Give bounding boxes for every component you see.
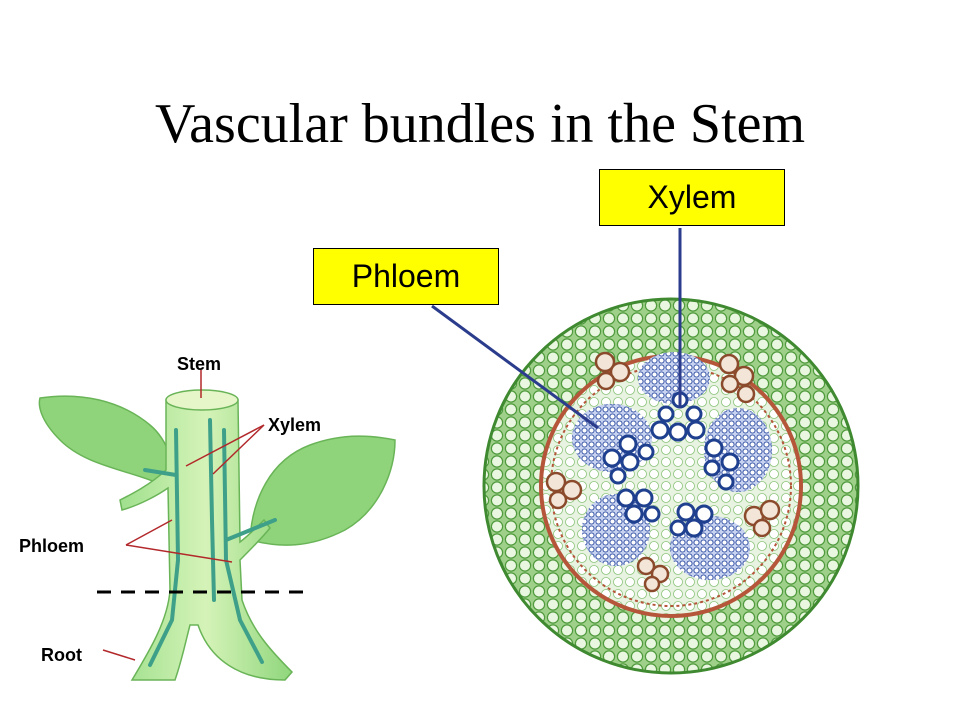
xylem-callout-label: Xylem bbox=[647, 179, 737, 215]
phloem-callout-label: Phloem bbox=[351, 258, 461, 294]
stem-body bbox=[119, 399, 294, 681]
root-label: Root bbox=[41, 645, 82, 665]
xylem-clusters bbox=[602, 391, 740, 538]
fiber-cell bbox=[609, 361, 631, 383]
xylem-vessel bbox=[676, 502, 696, 522]
xylem-vessel bbox=[657, 405, 675, 423]
strand-left bbox=[148, 428, 181, 667]
xylem-vessel bbox=[616, 488, 636, 508]
stem-cut-surface bbox=[165, 389, 239, 411]
fiber-cell bbox=[736, 384, 756, 404]
xylem-callout: Xylem bbox=[599, 169, 785, 226]
fiber-caps bbox=[545, 351, 781, 593]
xylem-label: Xylem bbox=[268, 415, 322, 435]
phloem-patch bbox=[638, 352, 710, 404]
xylem-vessel bbox=[609, 467, 627, 485]
stem-label: Stem bbox=[177, 354, 222, 374]
fiber-cell bbox=[548, 490, 568, 510]
xylem-vessel bbox=[634, 488, 654, 508]
xylem-vessel bbox=[685, 405, 703, 423]
xylem-vessel bbox=[703, 459, 721, 477]
left-leaf bbox=[38, 395, 177, 494]
xylem-vessel bbox=[717, 473, 735, 491]
phloem-leader-2 bbox=[125, 544, 233, 563]
root-leader bbox=[102, 649, 136, 661]
xylem-vessel bbox=[686, 420, 706, 440]
slide-title: Vascular bundles in the Stem bbox=[154, 93, 806, 155]
plant-leader-lines bbox=[102, 370, 265, 661]
fiber-cell bbox=[636, 556, 656, 576]
xylem-vessel bbox=[720, 452, 740, 472]
fiber-cell bbox=[596, 371, 616, 391]
fiber-cell bbox=[561, 479, 583, 501]
xylem-leader-2 bbox=[212, 424, 265, 475]
xylem-vessel bbox=[624, 504, 644, 524]
xylem-vessel bbox=[620, 452, 640, 472]
xylem-vessel bbox=[618, 434, 638, 454]
fiber-cell bbox=[752, 518, 772, 538]
xylem-vessel bbox=[643, 505, 661, 523]
fiber-cell bbox=[643, 575, 661, 593]
phloem-callout-leader bbox=[431, 304, 599, 430]
phloem-label: Phloem bbox=[19, 536, 85, 556]
phloem-patch bbox=[704, 408, 772, 492]
xylem-vessel bbox=[668, 422, 688, 442]
fiber-cell bbox=[718, 353, 740, 375]
right-leaf bbox=[249, 435, 396, 546]
strand-left-branch bbox=[143, 468, 178, 477]
xylem-vessel bbox=[704, 438, 724, 458]
fiber-cell bbox=[759, 499, 781, 521]
xylem-vessel bbox=[602, 448, 622, 468]
xylem-vessel bbox=[684, 518, 704, 538]
xylem-vessel bbox=[637, 443, 655, 461]
fiber-cell bbox=[594, 351, 616, 373]
xylem-vessel bbox=[650, 420, 670, 440]
strand-right-branch bbox=[224, 518, 277, 542]
plant-illustration bbox=[38, 370, 396, 681]
stem-cross-section bbox=[431, 228, 860, 675]
phloem-callout: Phloem bbox=[313, 248, 499, 305]
xylem-leader-1 bbox=[185, 424, 265, 467]
phloem-leader-1 bbox=[125, 519, 173, 546]
xylem-vessel bbox=[669, 519, 687, 537]
strand-right bbox=[222, 428, 264, 664]
xylem-vessel bbox=[694, 504, 714, 524]
fiber-cell bbox=[720, 374, 740, 394]
